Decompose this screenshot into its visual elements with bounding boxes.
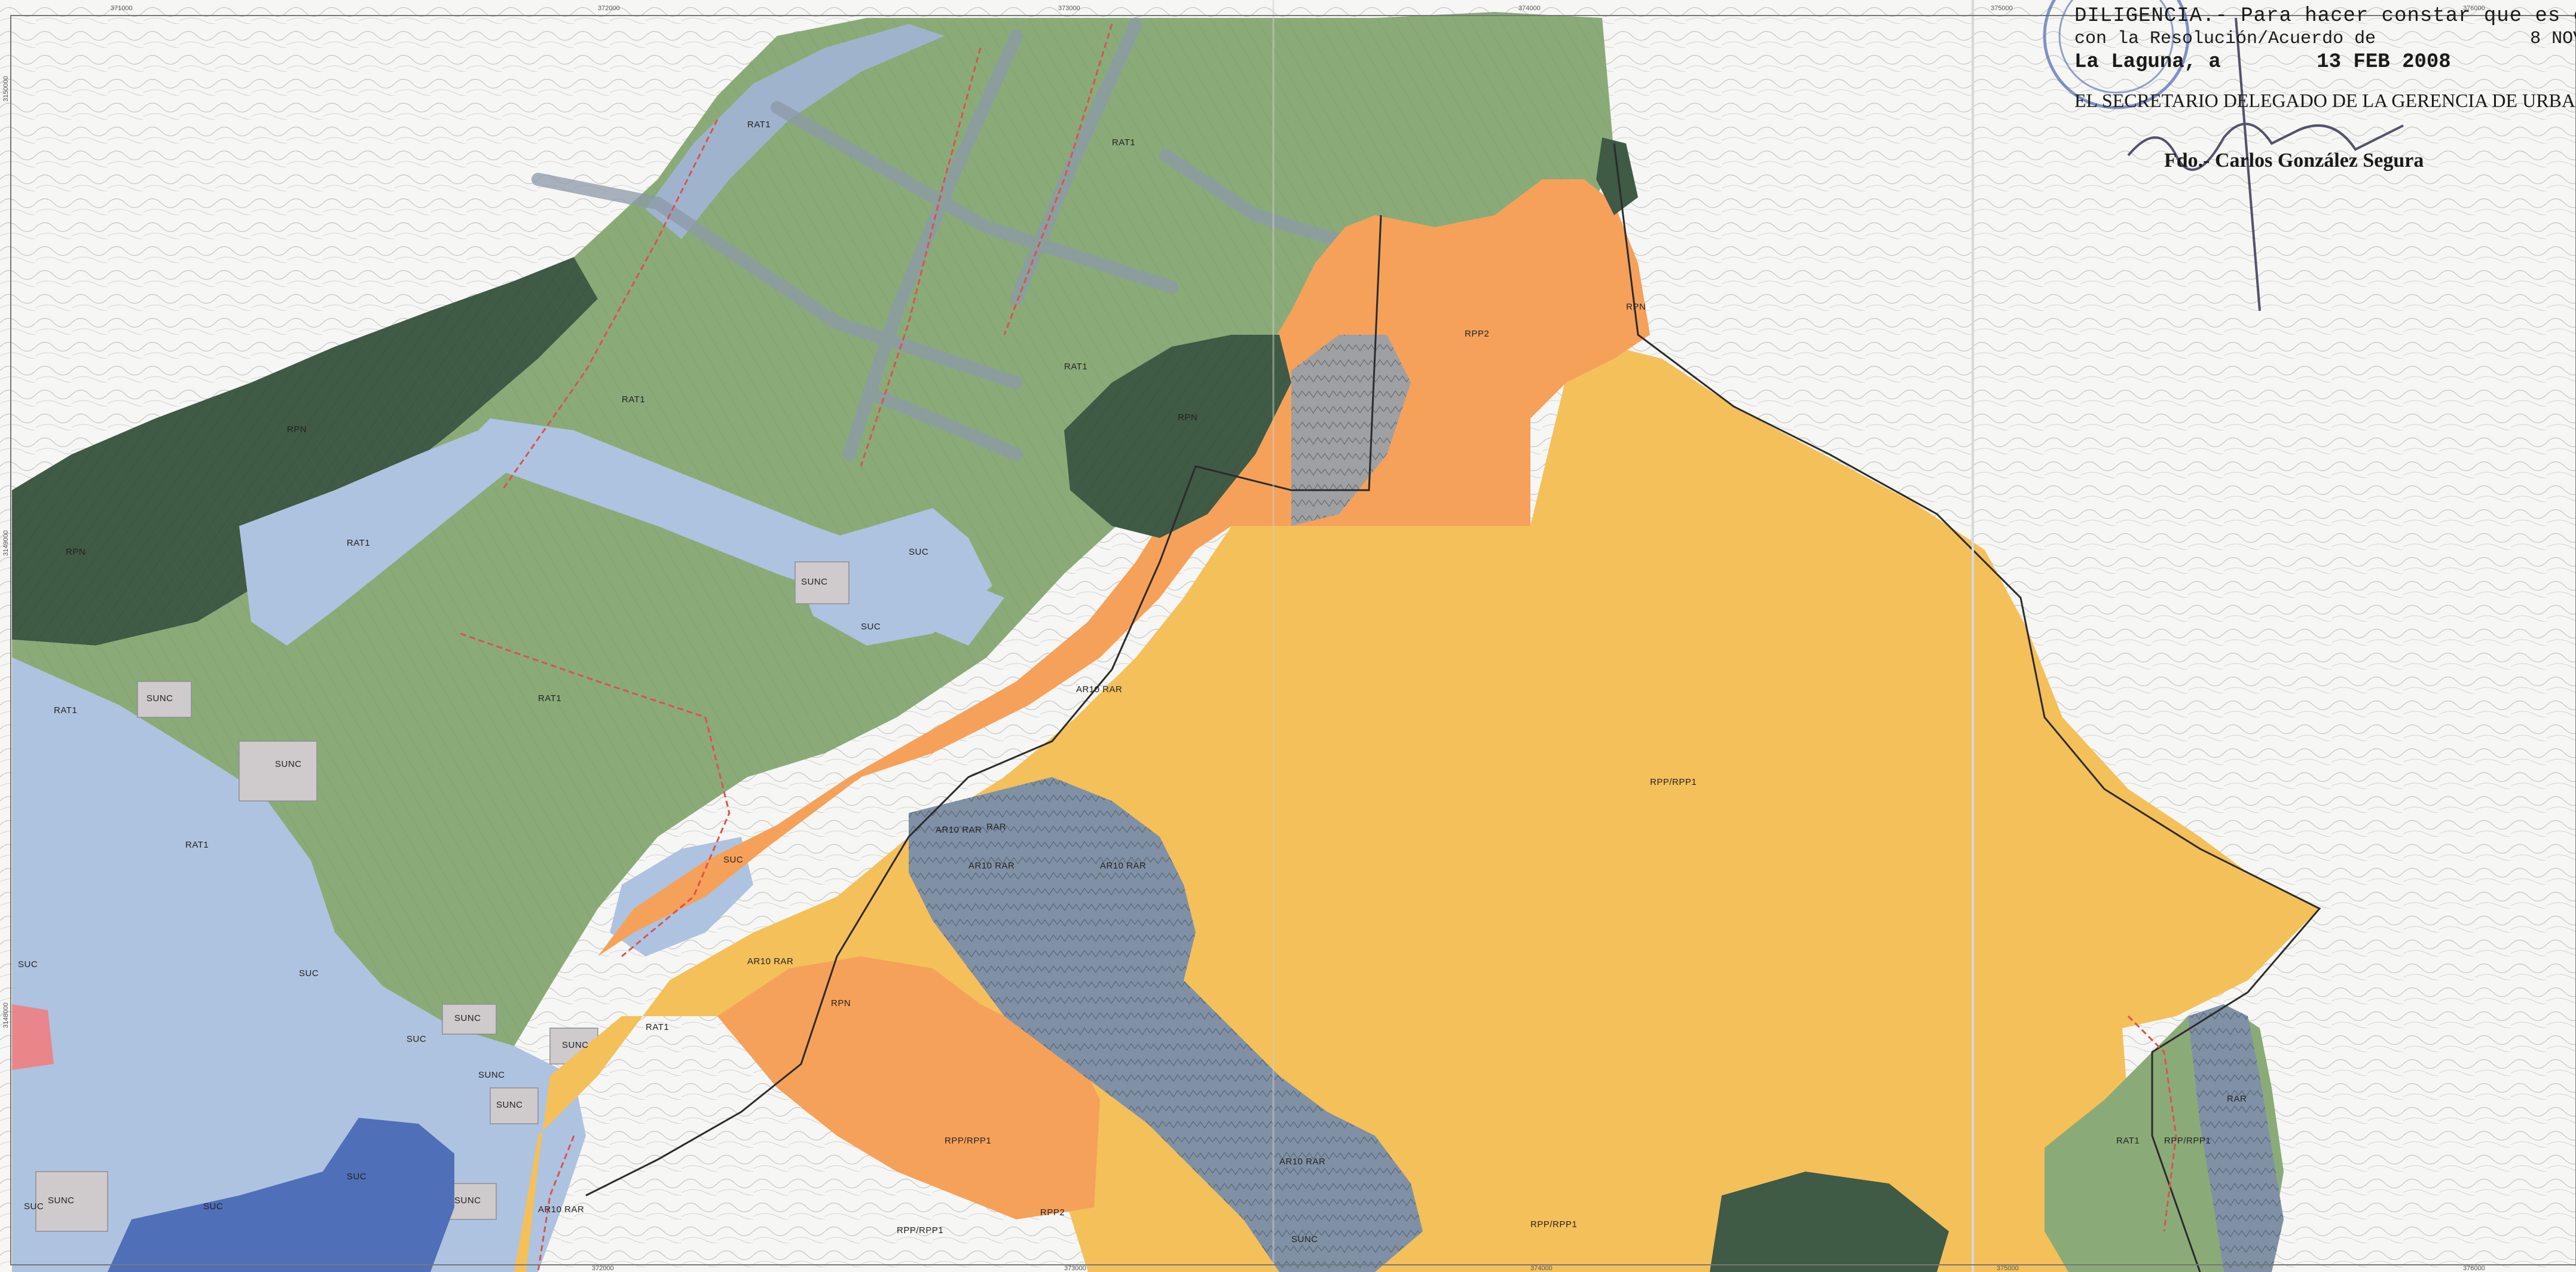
zone-label[interactable]: SUC [203,1201,224,1212]
linear-infrastructure [460,23,2177,1272]
zone-label[interactable]: RPP2 [1465,329,1490,339]
sunc-parcel [239,741,317,802]
zone-label[interactable]: RAR [986,822,1007,832]
coordinate-tick: 372000 [592,1265,614,1272]
zone-label[interactable]: SUNC [496,1100,523,1110]
zone-label[interactable]: AR10 RAR [1279,1157,1326,1167]
coordinate-tick: 374000 [1518,5,1541,12]
zone-label[interactable]: RAT1 [538,693,562,704]
diligencia-place: La Laguna, a 13 FEB 2008 [2074,51,2451,74]
zone-label[interactable]: RAT1 [2116,1136,2140,1146]
zone-label[interactable]: RPN [1626,302,1646,312]
zone-label[interactable]: RPP/RPP1 [897,1225,944,1236]
zone-label[interactable]: SUC [723,855,744,865]
zone-suc-darkblue [108,1118,454,1272]
sunc-parcel [795,561,850,604]
zone-label[interactable]: RPP/RPP1 [945,1136,992,1146]
sunc-parcel [35,1171,108,1232]
zone-label[interactable]: SUNC [562,1040,589,1050]
zone-label[interactable]: SUNC [801,577,828,587]
coordinate-tick: 372000 [598,5,620,12]
zone-label[interactable]: RPN [287,424,307,435]
zone-suc-road-north [646,24,945,239]
coordinate-tick: 3150000 [2,76,10,102]
zone-label[interactable]: SUNC [146,693,173,704]
zone-label[interactable]: SUC [407,1034,427,1044]
zone-label[interactable]: RPN [831,998,851,1008]
signature-scribble [2127,17,2404,311]
sunc-parcel [442,1004,497,1035]
zone-label[interactable]: SUC [909,547,929,557]
diligencia-resolution: con la Resolución/Acuerdo de 8 NOV 2007 [2074,29,2576,49]
coordinate-tick: 373000 [1064,1265,1086,1272]
coordinate-tick: 373000 [1058,5,1080,12]
coordinate-tick: 374000 [1530,1265,1553,1272]
zone-label[interactable]: AR10 RAR [1076,684,1123,695]
zone-label[interactable]: RAT1 [747,120,771,130]
coordinate-tick: 371000 [111,5,133,12]
zone-label[interactable]: AR10 RAR [538,1204,585,1215]
diligencia-date1: 8 NOV 2007 [2530,29,2576,49]
coordinate-tick: 3149000 [2,530,10,556]
zone-label[interactable]: SUNC [48,1195,75,1206]
coordinate-tick: 375000 [1991,5,2013,12]
zone-label[interactable]: RAT1 [54,705,78,716]
diligencia-title: DILIGENCIA.- Para hacer constar que es c… [2074,5,2576,27]
map-frame [10,15,2576,1265]
coordinate-tick: 3148000 [2,1002,10,1028]
zone-pink-small [12,1004,54,1070]
diligencia-signer: Fdo.- Carlos González Segura [2164,149,2424,172]
zone-label[interactable]: RAT1 [1064,362,1088,372]
zone-rpn-south [1710,1172,1949,1272]
zone-label[interactable]: RAR [2227,1094,2247,1104]
zone-label[interactable]: RPP/RPP1 [1650,777,1697,787]
zone-suc-east-patch [789,508,992,646]
zone-label[interactable]: RPP2 [1040,1207,1065,1218]
sunc-parcel [448,1183,497,1220]
zone-label[interactable]: RAT1 [622,395,646,405]
zone-label[interactable]: SUNC [478,1070,505,1080]
sunc-parcel [490,1087,539,1124]
zone-label[interactable]: AR10 RAR [747,956,794,967]
diligencia-office: EL SECRETARIO DELEGADO DE LA GERENCIA DE… [2074,90,2576,111]
zone-label[interactable]: RPN [1178,412,1198,423]
zone-label[interactable]: SUC [347,1172,367,1182]
zone-label[interactable]: SUC [24,1201,44,1212]
boundary-lines [585,143,2321,1272]
zone-label[interactable]: SUC [18,959,38,970]
zone-label[interactable]: RAT1 [347,538,371,548]
zone-label[interactable]: RPP/RPP1 [1530,1219,1578,1230]
zone-label[interactable]: RPN [66,547,86,557]
zone-label[interactable]: AR10 RAR [936,825,982,835]
zone-label[interactable]: RAT1 [185,840,209,850]
zone-label[interactable]: SUNC [454,1195,481,1206]
coordinate-tick: 376000 [2463,5,2485,12]
diligencia-place-text: La Laguna, a [2074,51,2221,74]
zone-rpn-east [1596,137,1638,215]
zone-label[interactable]: SUC [861,622,881,632]
zone-label[interactable]: AR10 RAR [968,861,1015,871]
coordinate-tick: 376000 [2463,1265,2485,1272]
sunc-parcel [137,681,192,718]
zone-rpp2-south [717,956,1100,1219]
zone-label[interactable]: SUNC [454,1013,481,1023]
diligencia-resolution-text: con la Resolución/Acuerdo de [2074,29,2376,49]
zone-label[interactable]: SUC [299,968,319,979]
zone-label[interactable]: RPP/RPP1 [2164,1136,2211,1146]
diligencia-date2: 13 FEB 2008 [2317,51,2451,74]
zone-suc-central [239,430,514,646]
zone-label[interactable]: RAT1 [1112,137,1136,148]
official-seal [2043,0,2190,109]
zone-label[interactable]: SUNC [275,759,302,769]
zone-label[interactable]: SUNC [1291,1234,1318,1245]
zone-label[interactable]: AR10 RAR [1100,861,1147,871]
coordinate-tick: 375000 [1997,1265,2019,1272]
zone-suc-west [12,658,586,1272]
zone-label[interactable]: RAT1 [646,1022,670,1032]
